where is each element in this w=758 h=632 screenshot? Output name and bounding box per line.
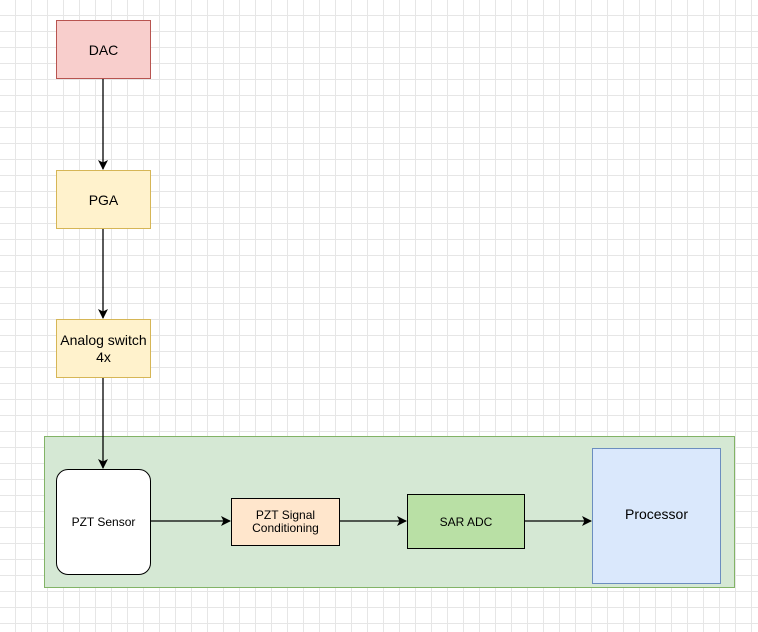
processor-block[interactable]: Processor (592, 448, 721, 584)
dac-label: DAC (88, 41, 119, 58)
analog-switch-block[interactable]: Analog switch 4x (56, 319, 151, 378)
pzt-sensor-label: PZT Sensor (71, 515, 136, 529)
analog-switch-label-line2: 4x (96, 348, 111, 365)
sar-adc-label: SAR ADC (439, 514, 493, 529)
dac-block[interactable]: DAC (56, 20, 151, 79)
pga-label: PGA (88, 191, 119, 208)
signal-conditioning-block[interactable]: PZT Signal Conditioning (231, 498, 340, 546)
pga-block[interactable]: PGA (56, 170, 151, 229)
signal-conditioning-label-line1: PZT Signal (255, 508, 316, 522)
pzt-sensor-block[interactable]: PZT Sensor (56, 469, 151, 575)
analog-switch-label-line1: Analog switch (60, 331, 147, 348)
processor-label: Processor (624, 506, 689, 522)
signal-conditioning-label-line2: Conditioning (252, 521, 319, 535)
sar-adc-block[interactable]: SAR ADC (407, 494, 525, 549)
